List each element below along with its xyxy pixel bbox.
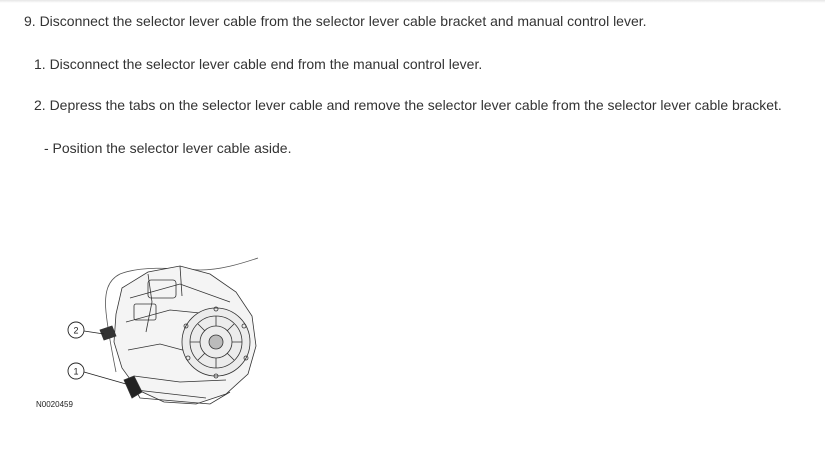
substep-note: - Position the selector lever cable asid… <box>44 140 292 156</box>
substep-2: 2. Depress the tabs on the selector leve… <box>34 97 782 113</box>
top-border <box>0 0 825 3</box>
transmission-illustration: 2 1 N0020459 <box>30 252 270 422</box>
svg-text:1: 1 <box>73 367 78 377</box>
substep-1: 1. Disconnect the selector lever cable e… <box>34 56 483 72</box>
svg-text:2: 2 <box>73 326 78 336</box>
callout-1: 1 <box>67 362 85 380</box>
figure-id-label: N0020459 <box>36 400 73 409</box>
step-9-heading: 9. Disconnect the selector lever cable f… <box>24 13 647 29</box>
callout-2: 2 <box>67 321 85 339</box>
transmission-drawing: 2 1 <box>67 257 259 405</box>
